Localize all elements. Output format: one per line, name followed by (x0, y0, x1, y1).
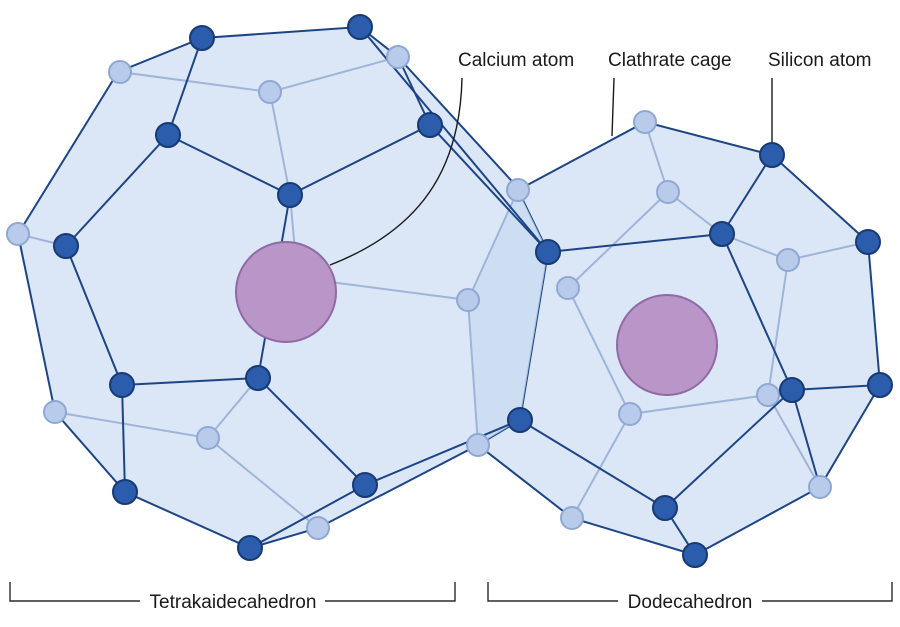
silicon-atom (417, 112, 443, 138)
silicon-atom (155, 122, 181, 148)
tetrakaidecahedron-bracket (9, 582, 456, 602)
back-silicon-atom (556, 276, 580, 300)
back-silicon-atom (43, 400, 67, 424)
silicon-atom (682, 542, 708, 568)
cage-leader (611, 77, 615, 137)
back-silicon-atom (618, 402, 642, 426)
calcium-atom-dodecahedron (616, 294, 718, 396)
back-silicon-atom (633, 110, 657, 134)
silicon-atom (709, 221, 735, 247)
back-silicon-atom (386, 45, 410, 69)
silicon-atom (535, 239, 561, 265)
back-silicon-atom (108, 60, 132, 84)
back-silicon-atom (808, 475, 832, 499)
back-silicon-atom (6, 222, 30, 246)
silicon-atom (112, 479, 138, 505)
tetrakaidecahedron-label: Tetrakaidecahedron (150, 592, 317, 613)
silicon-atom (779, 377, 805, 403)
back-silicon-atoms (6, 45, 832, 540)
silicon-atom (867, 372, 893, 398)
silicon-atom (652, 495, 678, 521)
silicon-atom (347, 14, 373, 40)
back-silicon-atom (456, 288, 480, 312)
back-silicon-atom (258, 80, 282, 104)
silicon-atom (109, 372, 135, 398)
back-silicon-atom (560, 506, 584, 530)
silicon-atom (759, 142, 785, 168)
silicon-atom-label: Silicon atom (768, 50, 872, 71)
silicon-atom (855, 229, 881, 255)
back-silicon-atom (756, 383, 780, 407)
silicon-atom (277, 182, 303, 208)
calcium-atoms (235, 241, 718, 396)
leader-lines (329, 77, 773, 266)
back-silicon-atom (656, 180, 680, 204)
silicon-atom (189, 25, 215, 51)
back-silicon-atom (196, 426, 220, 450)
back-silicon-atom (306, 516, 330, 540)
clathrate-cage-label: Clathrate cage (608, 50, 732, 71)
front-silicon-atoms (53, 14, 893, 568)
silicon-atom (245, 365, 271, 391)
back-silicon-atom (776, 248, 800, 272)
dodecahedron-bracket (487, 582, 893, 602)
cage-overlap-region (468, 190, 548, 445)
back-edges (17, 56, 869, 529)
back-silicon-atom (466, 433, 490, 457)
silicon-atom (352, 472, 378, 498)
back-silicon-atom (506, 178, 530, 202)
silicon-atom (507, 407, 533, 433)
calcium-atom-label: Calcium atom (458, 50, 574, 71)
silicon-atom (237, 535, 263, 561)
dodecahedron-label: Dodecahedron (628, 592, 753, 613)
calcium-leader (329, 77, 463, 266)
silicon-atom (53, 233, 79, 259)
calcium-atom-tetrakaidecahedron (235, 241, 337, 343)
